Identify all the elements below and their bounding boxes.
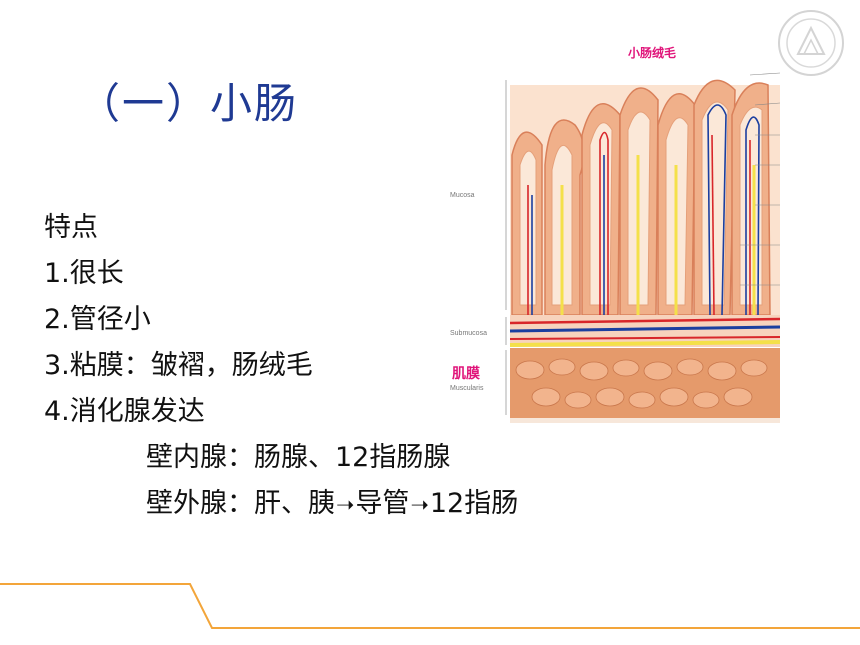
feature-heading: 特点: [44, 212, 98, 243]
feature-item: 1.很长: [44, 258, 124, 289]
sub-item-part: 12指肠: [429, 488, 519, 519]
figure-label-muscularis: Muscularis: [450, 385, 484, 392]
feature-item: 4.消化腺发达: [44, 396, 205, 427]
arrow-right-icon: ➝: [336, 493, 355, 518]
figure-label-submucosa: Submucosa: [450, 330, 487, 337]
figure-label-mucosa: Mucosa: [450, 192, 475, 199]
figure-label-villi: 小肠绒毛: [628, 45, 676, 60]
feature-list: 特点 1.很长 2.管径小 3.粘膜：皱褶，肠绒毛 4.消化腺发达 壁内腺：肠腺…: [44, 205, 518, 529]
sub-item-part: 壁外腺：肝、胰: [146, 488, 335, 519]
small-intestine-illustration: 小肠绒毛 Mucosa Submucosa 肌膜 Muscularis: [450, 45, 781, 423]
page-title: （一）小肠: [78, 79, 299, 128]
sub-item-intramural-glands: 壁内腺：肠腺、12指肠腺: [146, 442, 451, 473]
sub-item-part: 导管: [355, 488, 410, 519]
feature-item: 3.粘膜：皱褶，肠绒毛: [44, 350, 313, 381]
feature-item: 2.管径小: [44, 304, 151, 335]
footer-accent-line: [0, 583, 860, 629]
arrow-right-icon: ➝: [410, 493, 429, 518]
university-seal-logo: [778, 10, 844, 76]
figure-label-muscle: 肌膜: [452, 365, 480, 382]
sub-item-extramural-glands: 壁外腺：肝、胰➝导管➝12指肠: [44, 481, 518, 529]
